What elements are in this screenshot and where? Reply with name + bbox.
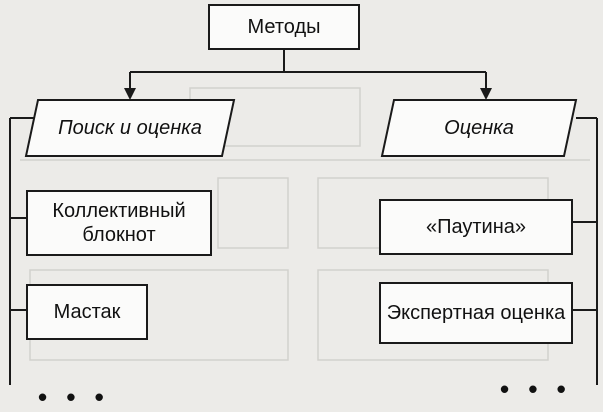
left-item-2: Мастак: [26, 284, 148, 340]
right-category-title: Оценка: [444, 116, 514, 139]
left-item-2-label: Мастак: [53, 301, 121, 323]
arrowhead-left: [124, 88, 136, 100]
arrowhead-right: [480, 88, 492, 100]
right-category-shape: [380, 99, 578, 157]
left-category-title: Поиск и оценка: [58, 116, 202, 139]
right-item-1: «Паутина»: [379, 199, 573, 255]
left-category-shape: [24, 99, 236, 157]
right-item-1-label: «Паутина»: [425, 216, 527, 238]
right-item-2-label: Экспертная оценка: [386, 302, 566, 324]
right-more-dots: • • •: [500, 374, 572, 404]
left-more-dots: • • •: [38, 382, 110, 412]
right-item-2: Экспертная оценка: [379, 282, 573, 344]
root-label: Методы: [247, 16, 321, 38]
left-item-1: Коллективный блокнот: [26, 190, 212, 256]
left-item-1-label: Коллективный блокнот: [52, 200, 186, 246]
root-node: Методы: [208, 4, 360, 50]
